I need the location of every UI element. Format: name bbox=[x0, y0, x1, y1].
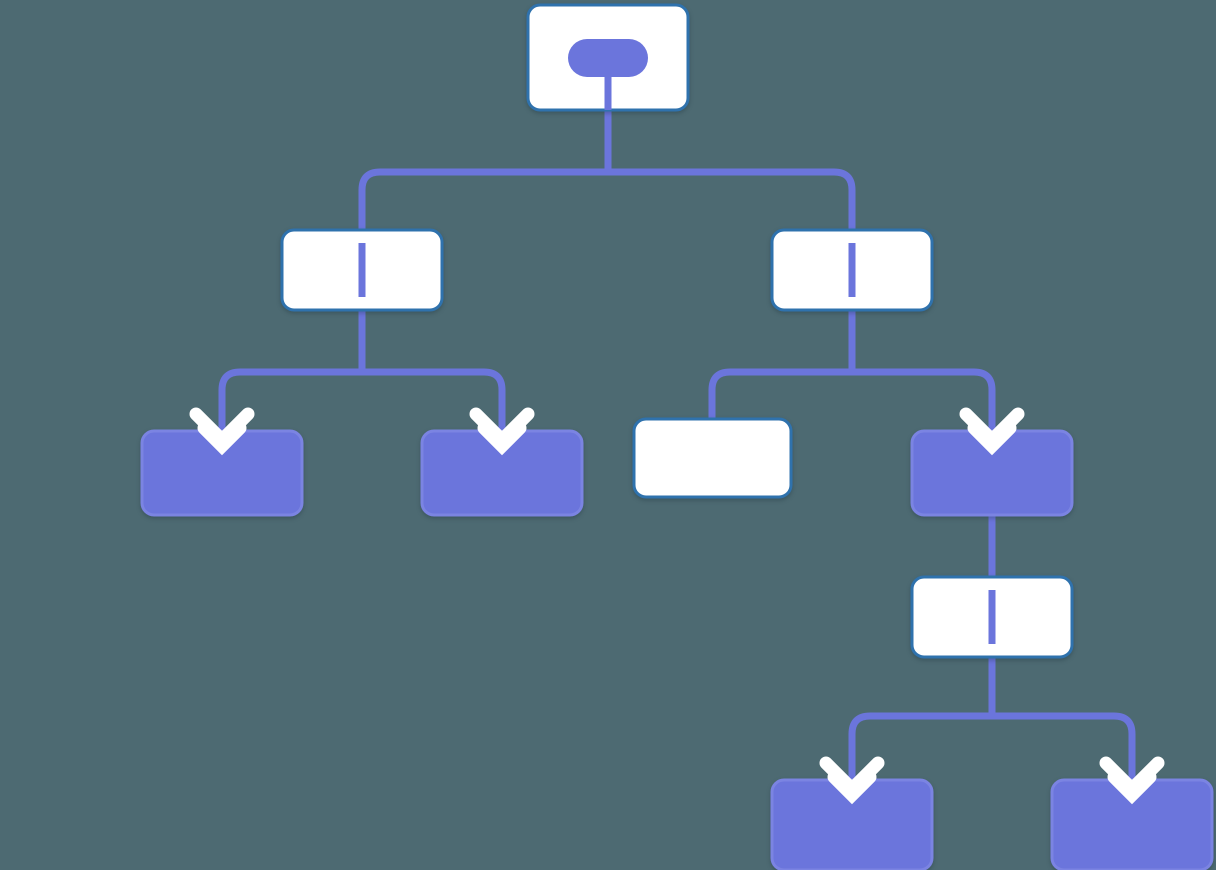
node-l3-c[interactable] bbox=[632, 417, 793, 499]
edge-l4-to-l5-b[interactable] bbox=[992, 712, 1136, 780]
node-l2-right[interactable] bbox=[770, 228, 934, 312]
edge-l2-left-to-l3-b[interactable] bbox=[362, 368, 506, 431]
edge-root-to-l2-left[interactable] bbox=[358, 168, 608, 230]
node-l3-c-box[interactable] bbox=[632, 417, 793, 499]
edge-l4-to-l5-a[interactable] bbox=[848, 712, 992, 780]
arrowhead-double-chevron-icon-l5-b bbox=[1099, 756, 1165, 805]
edge-l2-right-to-l3-d[interactable] bbox=[852, 368, 996, 431]
edge-root-to-l2-right[interactable] bbox=[608, 168, 856, 230]
node-layer bbox=[140, 3, 1214, 870]
node-root-pill-icon bbox=[568, 39, 648, 77]
arrowhead-double-chevron-icon-l3-a bbox=[189, 407, 255, 456]
arrowhead-double-chevron-icon-l3-b bbox=[469, 407, 535, 456]
arrowhead-double-chevron-icon-l5-a bbox=[819, 756, 885, 805]
node-root[interactable] bbox=[526, 3, 690, 112]
arrowhead-layer bbox=[189, 407, 1165, 805]
node-l2-left[interactable] bbox=[280, 228, 444, 312]
node-l4[interactable] bbox=[910, 575, 1074, 659]
edge-layer bbox=[218, 52, 1136, 780]
edge-l2-right-to-l3-c[interactable] bbox=[708, 368, 852, 419]
edge-l2-left-to-l3-a[interactable] bbox=[218, 368, 362, 431]
arrowhead-double-chevron-icon-l3-d bbox=[959, 407, 1025, 456]
